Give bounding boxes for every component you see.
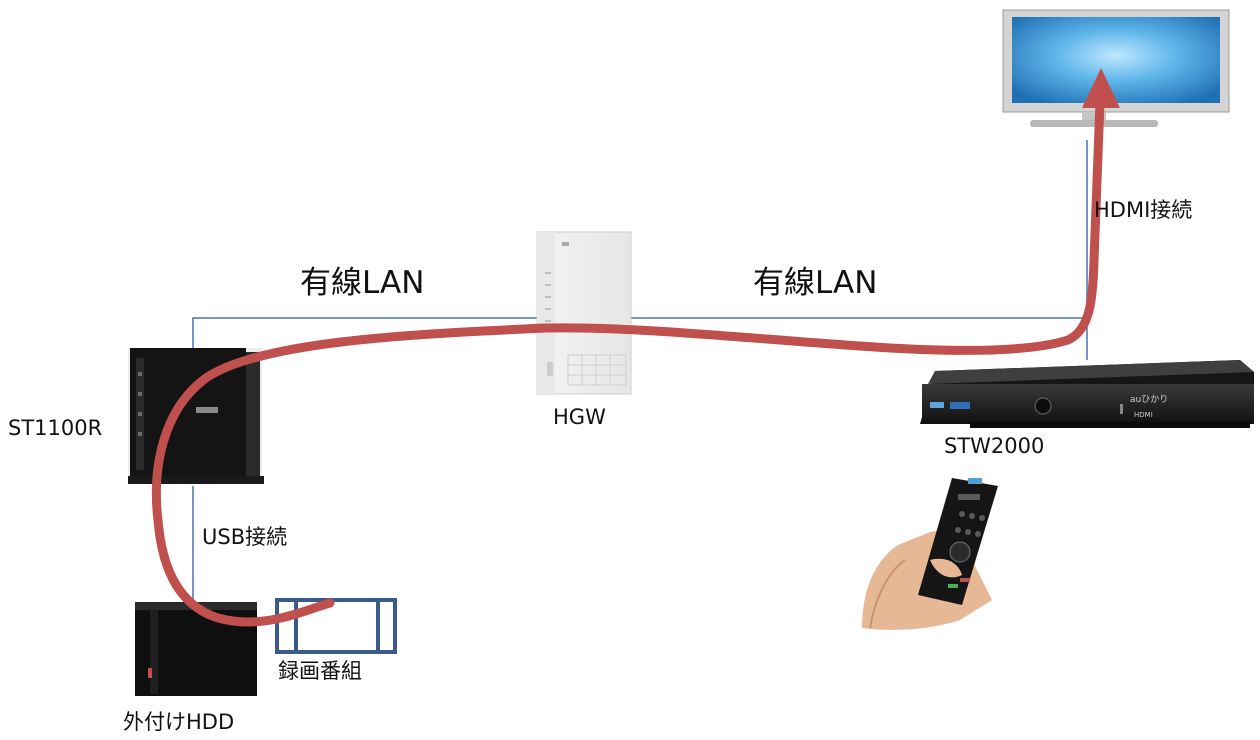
stw2000-label: STW2000	[944, 434, 1045, 458]
lan-cable-left	[192, 317, 545, 348]
hdmi-label: HDMI接続	[1094, 198, 1193, 222]
stw-hdmi-text: HDMI	[1134, 411, 1153, 419]
remote-control-hand	[862, 478, 998, 630]
tv-monitor	[1002, 9, 1230, 127]
recorded-programs-label: 録画番組	[278, 659, 362, 683]
stw2000-device: auひかり HDMI	[920, 360, 1254, 428]
stw-brand-text: auひかり	[1130, 394, 1168, 405]
hgw-router	[536, 231, 632, 395]
external-hdd	[135, 602, 257, 696]
lan-label-right: 有線LAN	[753, 265, 878, 301]
hgw-label: HGW	[553, 405, 606, 429]
playback-flow-arrow	[151, 68, 1120, 627]
recorded-programs-box	[275, 598, 397, 654]
hdd-label: 外付けHDD	[123, 710, 235, 734]
arrow-head	[1082, 68, 1120, 108]
usb-label: USB接続	[202, 525, 288, 549]
st1100r-label: ST1100R	[8, 416, 103, 440]
st1100r-device	[128, 348, 264, 484]
lan-label-left: 有線LAN	[300, 265, 425, 301]
lan-cable-right	[630, 317, 1088, 360]
